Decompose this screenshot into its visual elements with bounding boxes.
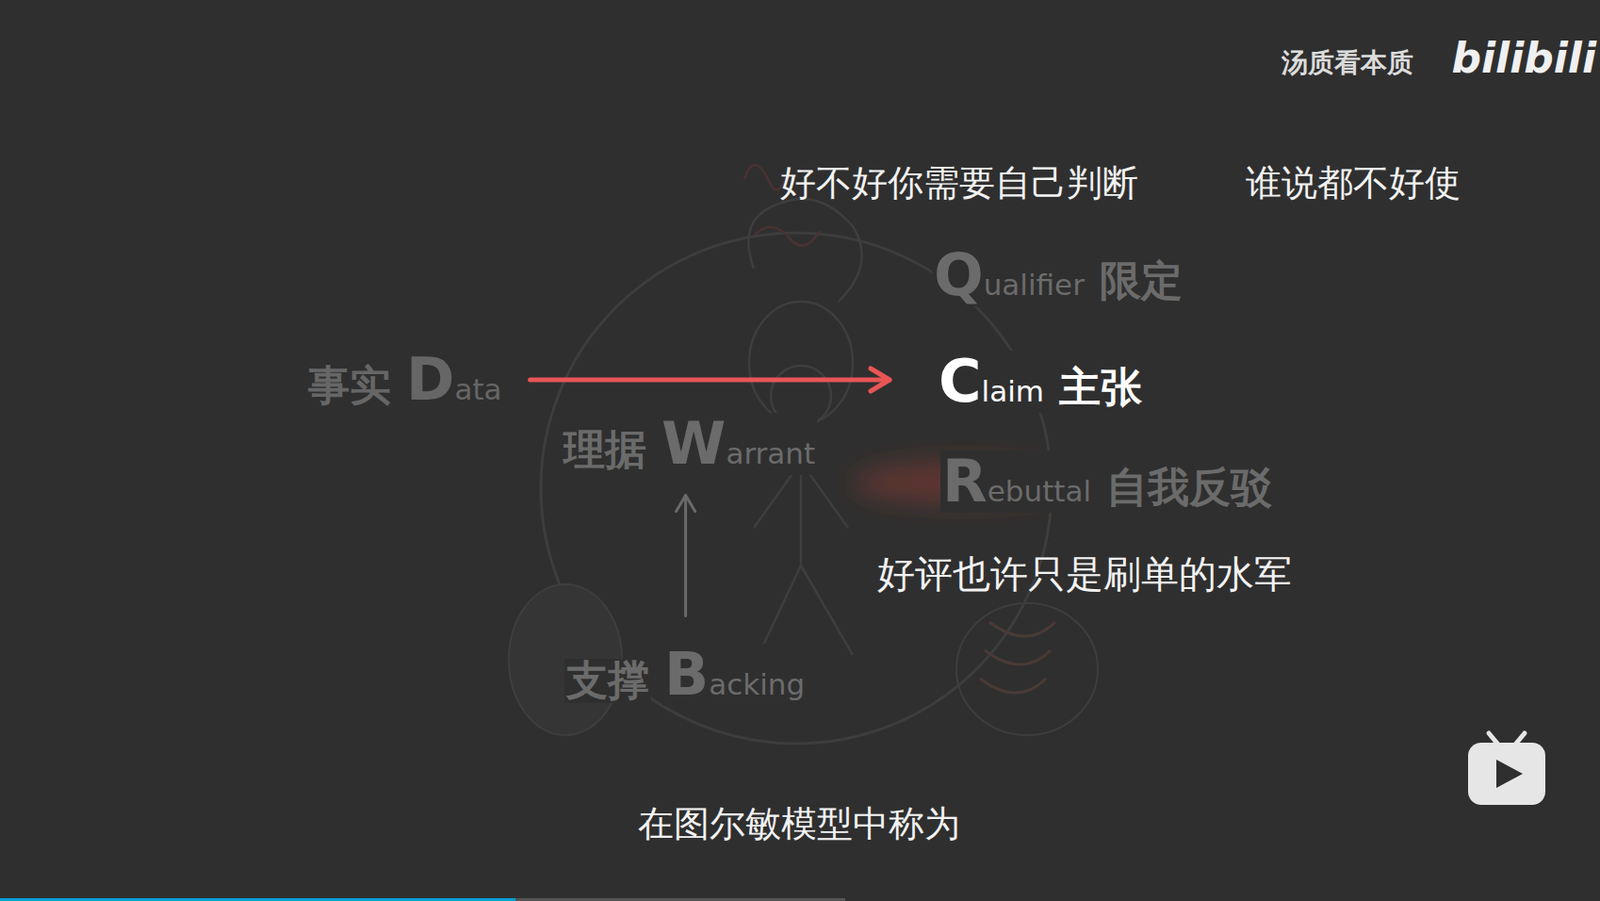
warrant-term: 理据Warrant (561, 412, 817, 474)
rebuttal-term: Rebuttal自我反驳 (940, 450, 1274, 512)
example-caption: 好不好你需要自己判断 (780, 163, 1139, 204)
term-chinese: 事实 (306, 363, 393, 408)
term-english: Data (404, 348, 505, 410)
term-english: Qualifier (931, 244, 1087, 306)
claim-term: Claim主张 (936, 350, 1144, 412)
figure-leg (800, 565, 853, 655)
term-chinese: 支撑 (564, 658, 652, 703)
backing-term: 支撑Backing (564, 643, 807, 705)
term-chinese: 理据 (561, 427, 649, 472)
connector-arrow (684, 495, 687, 617)
data-term: 事实Data (306, 348, 505, 410)
faint-dna (979, 621, 1056, 693)
qualifier-term: Qualifier限定 (931, 244, 1185, 306)
figure-brain (749, 301, 853, 425)
faint-dna-outline (956, 603, 1098, 735)
site-logo: bilibili (1452, 35, 1597, 82)
term-chinese: 限定 (1097, 259, 1185, 303)
tv-body (1468, 742, 1546, 805)
term-chinese: 主张 (1057, 365, 1144, 409)
term-english: Warrant (659, 412, 817, 474)
connector-arrow (530, 377, 890, 383)
tv-play (1496, 759, 1523, 788)
term-chinese: 自我反驳 (1104, 465, 1274, 509)
channel-watermark: 汤质看本质 (1281, 48, 1414, 79)
rebuttal-example: 好评也许只是刷单的水军 (877, 553, 1292, 595)
progress-played (0, 897, 516, 901)
term-english: Rebuttal (940, 450, 1094, 512)
term-english: Claim (936, 350, 1046, 412)
video-subtitle: 在图尔敏模型中称为 (637, 804, 961, 845)
term-english: Backing (662, 643, 807, 705)
tv-icon (1468, 733, 1546, 805)
figure-thought (748, 198, 862, 302)
figure-leg (758, 565, 801, 655)
example-caption: 谁说都不好使 (1245, 163, 1461, 204)
progress-buffered (515, 897, 846, 901)
